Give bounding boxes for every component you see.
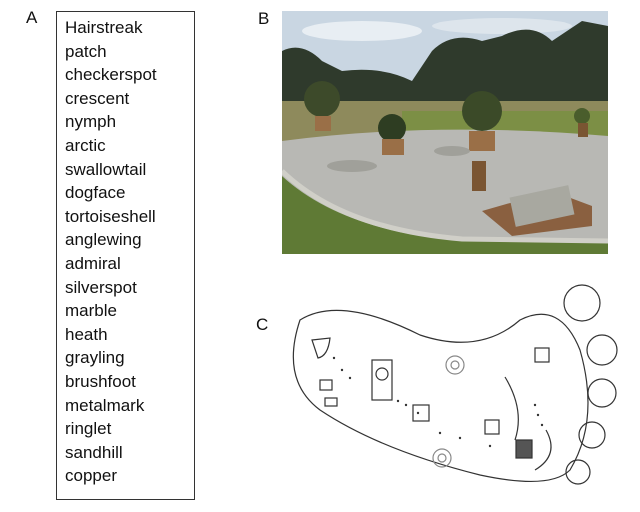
species-list: Hairstreak patch checkerspot crescent nymph a… [57,12,194,488]
species-list-item: heath [65,324,108,344]
species-list-item: dogface [65,183,126,203]
species-list-item: admiral [65,253,121,273]
species-list-item: swallowtail [65,159,147,179]
species-list-item: anglewing [65,230,142,250]
species-list-item: tortoiseshell [65,206,156,226]
panel-label-a: A [26,8,38,27]
species-list-item: sandhill [65,442,123,462]
garden-sketch [280,280,620,505]
panel-label-c: C [256,315,269,334]
species-list-box: Hairstreak patch checkerspot crescent nymph a… [56,11,195,500]
species-list-item: brushfoot [65,371,136,391]
species-list-item: checkerspot [65,65,157,85]
species-list-item: patch [65,41,107,61]
species-list-item: ringlet [65,419,112,439]
species-list-item: Hairstreak [65,18,143,37]
species-list-item: crescent [65,88,130,108]
garden-photo [282,11,608,254]
species-list-item: grayling [65,348,125,368]
species-list-item: metalmark [65,395,145,415]
panel-label-b: B [258,9,270,28]
species-list-item: silverspot [65,277,137,297]
species-list-item: arctic [65,135,106,155]
species-list-item: nymph [65,112,117,132]
species-list-item: marble [65,301,117,321]
species-list-item: copper [65,466,117,486]
